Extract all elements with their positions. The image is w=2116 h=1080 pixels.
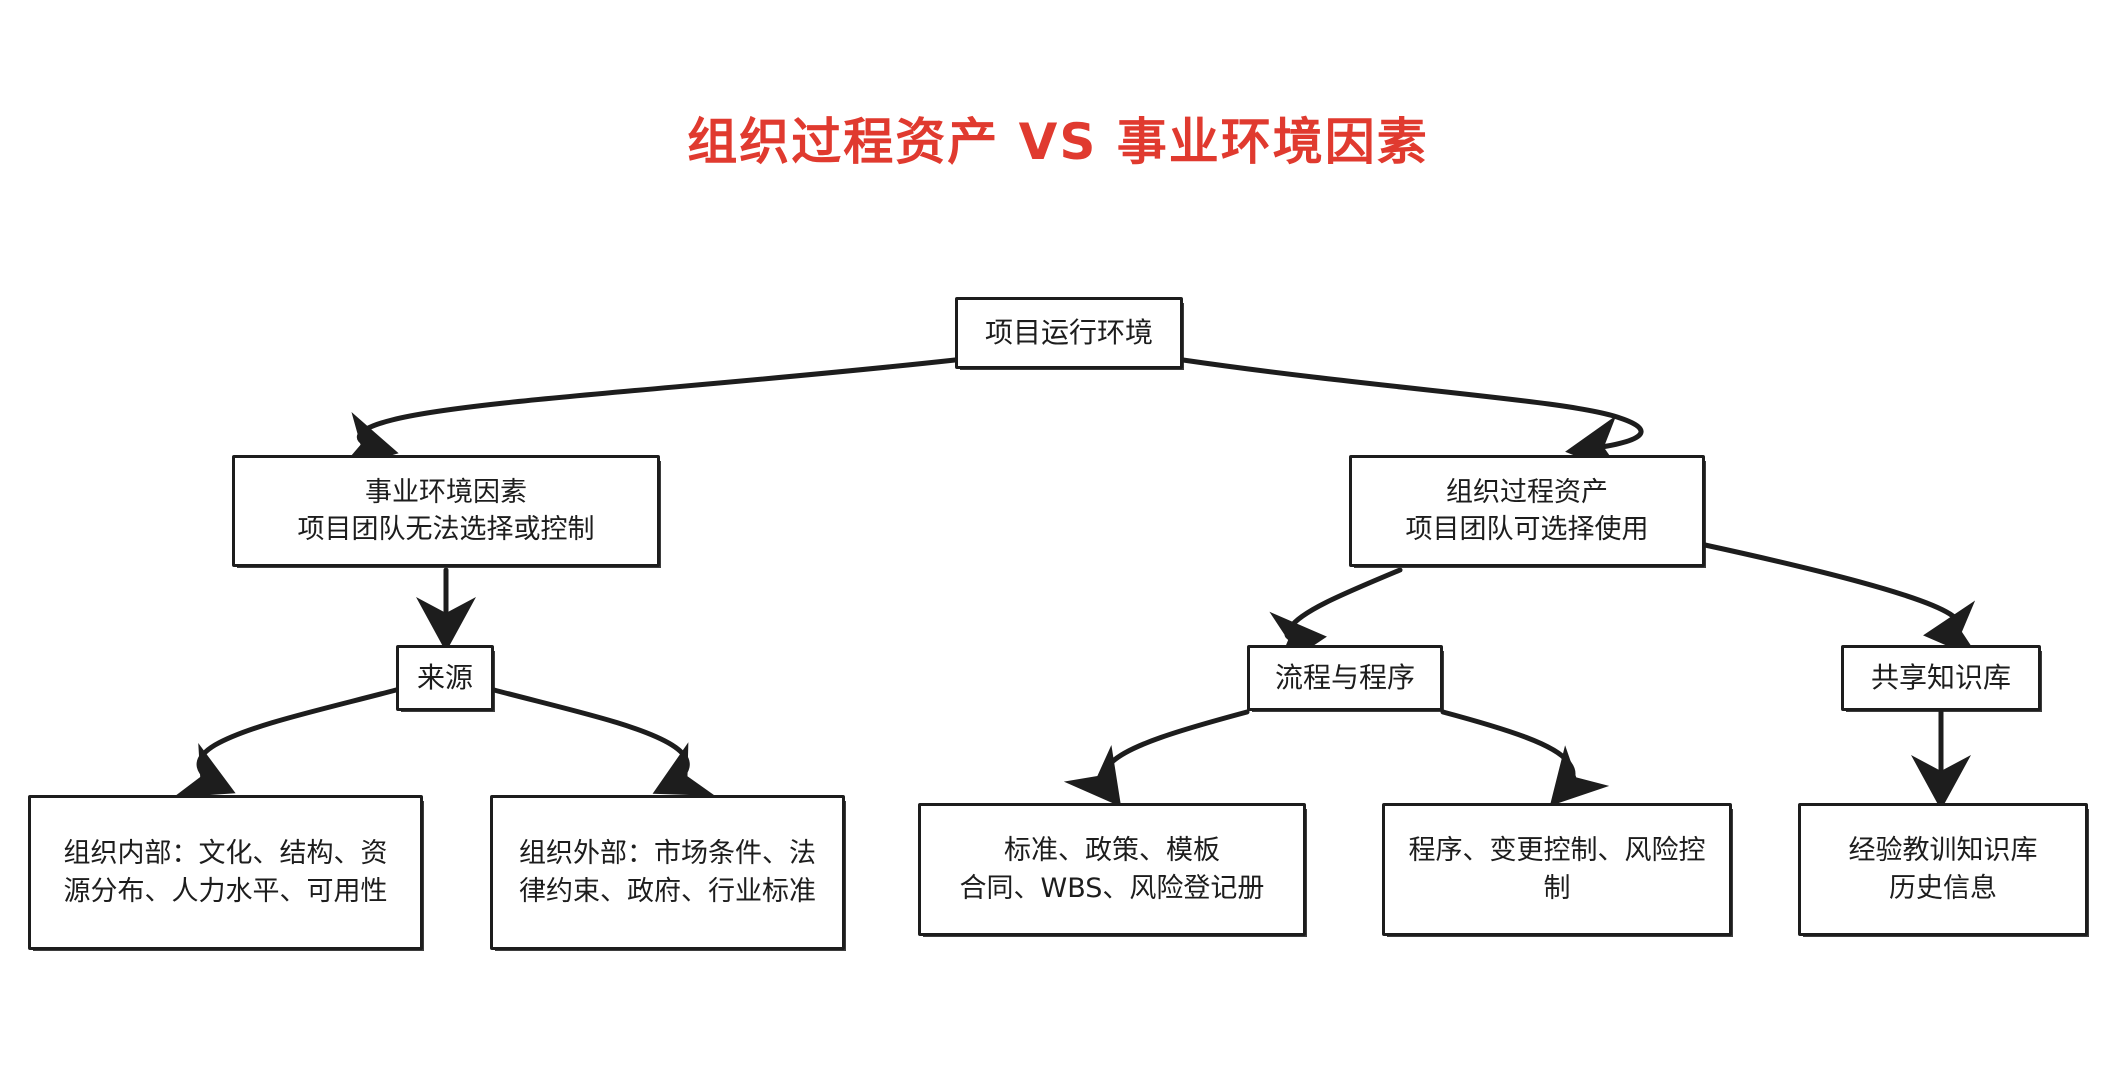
node-source[interactable]: 来源 xyxy=(396,645,495,712)
node-procedures-change-risk-control[interactable]: 程序、变更控制、风险控 制 xyxy=(1382,803,1733,937)
node-process-and-procedures[interactable]: 流程与程序 xyxy=(1247,645,1444,712)
node-shared-knowledge-base[interactable]: 共享知识库 xyxy=(1841,645,2042,712)
edge-root-to-opa xyxy=(1180,357,1644,476)
node-project-environment[interactable]: 项目运行环境 xyxy=(955,297,1184,370)
node-lessons-learned-repository[interactable]: 经验教训知识库 历史信息 xyxy=(1798,803,2089,937)
edge-process-to-standards xyxy=(1063,709,1250,807)
edge-source-to-external xyxy=(491,687,716,796)
edge-root-to-eef xyxy=(338,357,958,471)
edge-opa-to-knowledge xyxy=(1702,542,1981,661)
node-organizational-process-assets[interactable]: 组织过程资产 项目团队可选择使用 xyxy=(1349,455,1706,568)
node-external-organization[interactable]: 组织外部：市场条件、法 律约束、政府、行业标准 xyxy=(490,795,846,951)
edge-opa-to-process xyxy=(1269,567,1403,672)
node-enterprise-environmental-factors[interactable]: 事业环境因素 项目团队无法选择或控制 xyxy=(232,455,661,568)
page-title: 组织过程资产 VS 事业环境因素 xyxy=(687,113,1429,171)
edge-source-to-internal xyxy=(173,687,399,798)
edge-process-to-procedures xyxy=(1440,709,1610,807)
node-standards-policies-templates[interactable]: 标准、政策、模板 合同、WBS、风险登记册 xyxy=(918,803,1307,937)
node-internal-organization[interactable]: 组织内部：文化、结构、资 源分布、人力水平、可用性 xyxy=(28,795,424,951)
